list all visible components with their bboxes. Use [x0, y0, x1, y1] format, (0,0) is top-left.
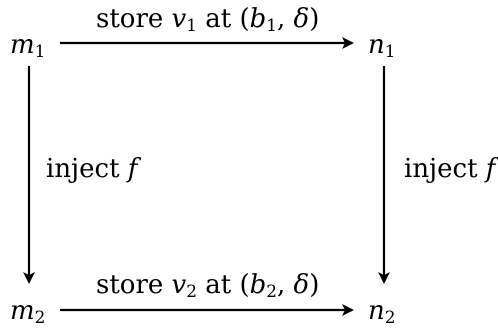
edge-label-left: inject f: [46, 156, 137, 182]
edge-top-mid: at (: [196, 4, 250, 34]
node-m2: m2: [10, 296, 46, 328]
node-n1-sub: 1: [384, 41, 396, 62]
node-m1-base: m: [10, 30, 35, 60]
edge-label-top: store v1 at (b1, δ): [96, 4, 320, 36]
edge-label-right: inject f: [404, 156, 495, 182]
edge-top-b-sub: 1: [266, 15, 278, 36]
node-n2: n2: [368, 296, 396, 328]
edge-top-word: store: [96, 4, 164, 34]
node-m2-sub: 2: [34, 307, 46, 328]
node-m1-sub: 1: [34, 41, 46, 62]
node-n2-base: n: [368, 296, 385, 326]
edge-bottom-sep: ,: [277, 270, 294, 300]
node-n1-base: n: [368, 30, 385, 60]
node-n1: n1: [368, 30, 396, 62]
edge-top-sep: ,: [277, 4, 294, 34]
edge-top-b: b: [249, 4, 267, 34]
edge-bottom-b: b: [249, 270, 267, 300]
edge-bottom-var: v: [171, 270, 187, 300]
edge-bottom-b-sub: 2: [266, 281, 278, 302]
edge-bottom-mid: at (: [196, 270, 250, 300]
edge-bottom-close: ): [309, 270, 320, 300]
node-m1: m1: [10, 30, 46, 62]
edge-bottom-word: store: [96, 270, 164, 300]
edge-label-bottom: store v2 at (b2, δ): [96, 270, 320, 302]
edge-top-var: v: [171, 4, 187, 34]
node-m2-base: m: [10, 296, 35, 326]
edge-top-delta: δ: [293, 4, 310, 34]
node-n2-sub: 2: [384, 307, 396, 328]
edge-bottom-delta: δ: [293, 270, 310, 300]
edge-bottom-var-sub: 2: [186, 281, 197, 302]
edge-top-var-sub: 1: [186, 15, 197, 36]
edge-left-fn: f: [127, 154, 138, 184]
edge-right-word: inject: [404, 154, 486, 184]
edge-right-fn: f: [485, 154, 496, 184]
edge-left-word: inject: [46, 154, 128, 184]
edge-top-close: ): [309, 4, 320, 34]
